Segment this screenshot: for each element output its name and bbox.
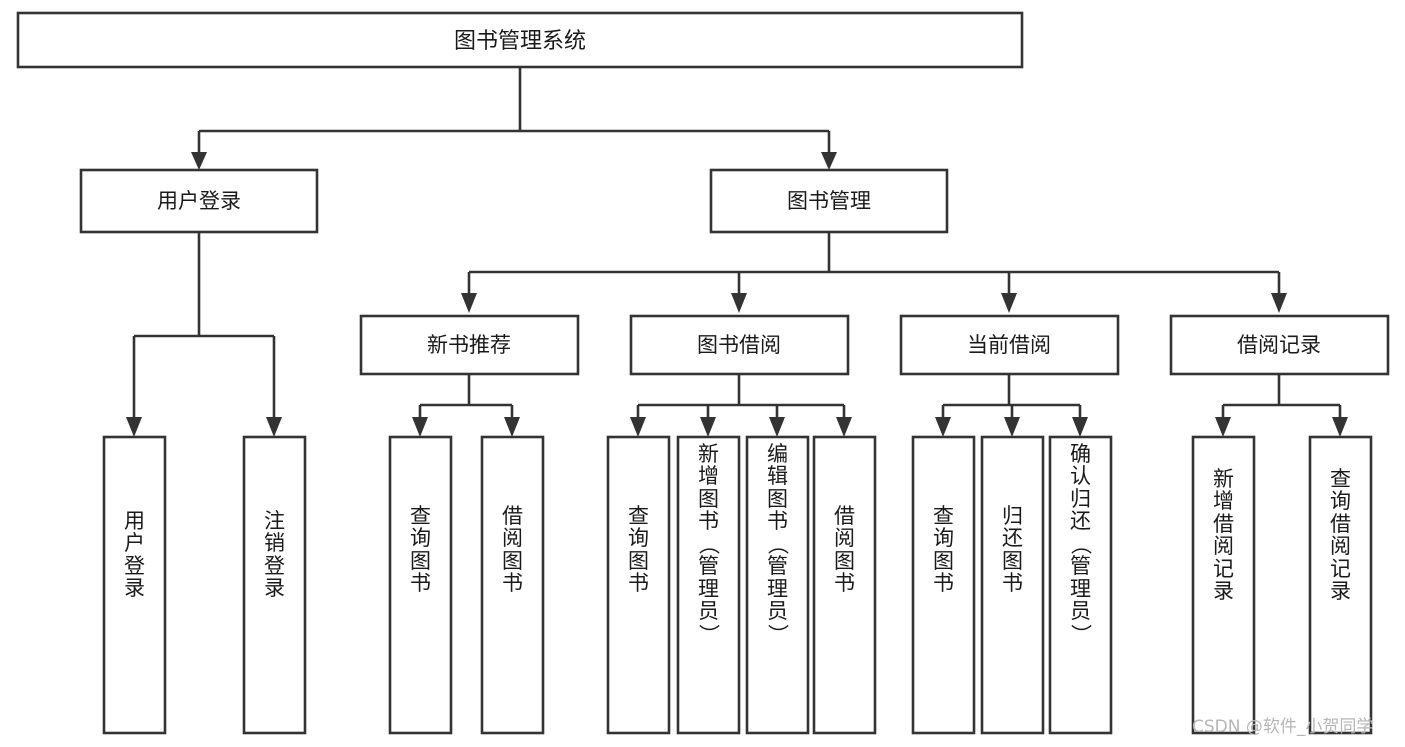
arrow-head-currentborrow — [1001, 293, 1017, 313]
arrow-head-bookborrow-leaf-4 — [836, 417, 852, 437]
node-root-box[interactable] — [16, 11, 1024, 69]
leaf-box-new-book-1[interactable] — [388, 435, 453, 735]
leaf-box-current-borrow-1[interactable] — [911, 435, 976, 735]
arrow-head-bookborrow-leaf-3 — [769, 417, 785, 437]
node-new-book-recommend-label: 新书推荐 — [427, 333, 511, 357]
leaf-box-borrow-record-1[interactable] — [1191, 435, 1256, 735]
arrow-head-bookborrow — [731, 293, 747, 313]
node-root-label: 图书管理系统 — [454, 29, 586, 54]
leaf-box-current-borrow-2[interactable] — [980, 435, 1045, 735]
arrow-head-userlogin-leaf-2 — [266, 417, 282, 437]
arrow-head-borrowrecord-leaf-1 — [1215, 417, 1231, 437]
connector-layer — [126, 67, 1348, 437]
leaf-box-new-book-2[interactable] — [480, 435, 545, 735]
node-current-borrow-box[interactable] — [899, 314, 1120, 376]
node-current-borrow-label: 当前借阅 — [967, 333, 1051, 357]
arrow-head-bookborrow-leaf-2 — [700, 417, 716, 437]
leaf-box-user-login-2[interactable] — [242, 435, 307, 735]
leaf-box-current-borrow-3[interactable] — [1048, 435, 1113, 735]
leaf-box-borrow-record-2[interactable] — [1308, 435, 1373, 735]
arrow-head-borrowrecord-leaf-2 — [1332, 417, 1348, 437]
node-borrow-record-label: 借阅记录 — [1237, 333, 1321, 357]
arrow-head-newbook-leaf-2 — [504, 417, 520, 437]
node-layer: 图书管理系统 用户登录 图书管理 新书推荐 图书借阅 当前借阅 借阅记录 — [16, 11, 1390, 735]
arrow-head-currentborrow-leaf-3 — [1072, 417, 1088, 437]
leaf-box-book-borrow-3[interactable] — [745, 435, 810, 735]
arrow-head-bookborrow-leaf-1 — [630, 417, 646, 437]
arrow-head-newbook — [461, 293, 477, 313]
arrow-head-book-manage — [821, 152, 837, 170]
arrow-head-newbook-leaf-1 — [412, 417, 428, 437]
node-new-book-recommend-box[interactable] — [359, 314, 580, 376]
node-user-login-box[interactable] — [79, 168, 319, 234]
node-borrow-record-box[interactable] — [1169, 314, 1390, 376]
leaf-box-book-borrow-2[interactable] — [676, 435, 741, 735]
node-book-manage-box[interactable] — [709, 168, 949, 234]
arrow-head-borrowrecord — [1271, 293, 1287, 313]
node-user-login-label: 用户登录 — [157, 189, 241, 213]
arrow-head-user-login — [191, 152, 207, 170]
leaf-box-user-login-1[interactable] — [102, 435, 167, 735]
arrow-head-userlogin-leaf-1 — [126, 417, 142, 437]
node-book-borrow-label: 图书借阅 — [697, 333, 781, 357]
arrow-head-currentborrow-leaf-1 — [935, 417, 951, 437]
leaf-box-book-borrow-1[interactable] — [606, 435, 671, 735]
node-book-borrow-box[interactable] — [629, 314, 850, 376]
arrow-head-currentborrow-leaf-2 — [1004, 417, 1020, 437]
node-book-manage-label: 图书管理 — [787, 189, 871, 213]
leaf-box-book-borrow-4[interactable] — [812, 435, 877, 735]
